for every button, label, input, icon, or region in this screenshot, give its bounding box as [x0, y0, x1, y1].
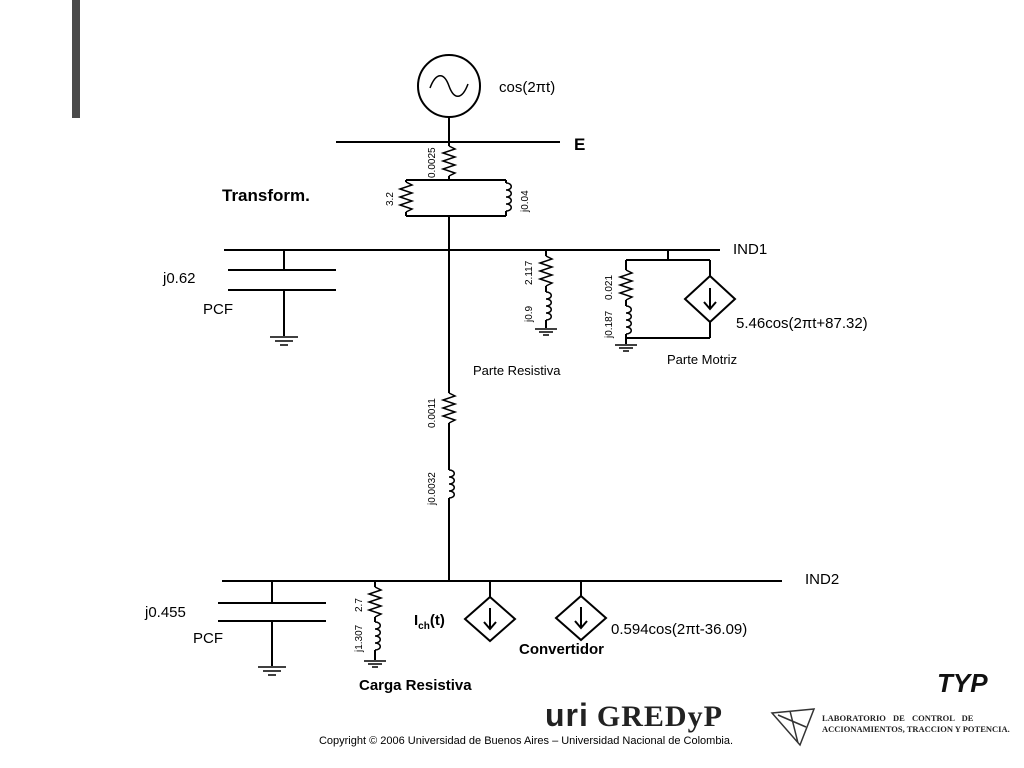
resistor-icon — [537, 255, 555, 287]
dependent-current-source-icon — [683, 274, 737, 324]
capacitor-pcf-ind1 — [228, 250, 336, 346]
line-impedance — [440, 250, 458, 581]
inductor-icon — [505, 182, 512, 212]
motor-x-label: j0.187 — [604, 310, 615, 339]
sine-wave-icon — [429, 75, 469, 97]
converter-current-source — [554, 581, 608, 642]
transformer-x-parallel-label: j0.04 — [520, 190, 531, 213]
load-ind2-x-label: j1.307 — [354, 624, 365, 653]
bus-ind1-label: IND1 — [733, 241, 767, 258]
footer-logo-gredyp: GREDyP — [596, 700, 723, 733]
resistive-load-ind2 — [364, 581, 386, 668]
inductor-icon — [374, 621, 381, 651]
resistor-icon — [440, 392, 458, 424]
resistor-icon — [366, 586, 384, 618]
capacitor-pcf-ind2 — [218, 581, 326, 676]
resistive-ind1-title: Parte Resistiva — [473, 363, 561, 378]
footer-logo-uba: uri — [545, 697, 589, 733]
ich-label: Ich(t) — [414, 612, 445, 632]
ac-source — [417, 54, 481, 142]
motor-source-label: 5.46cos(2πt+87.32) — [736, 315, 868, 332]
bus-ind2-label: IND2 — [805, 571, 839, 588]
load-ind2-r-label: 2.7 — [354, 598, 365, 612]
transformer-title: Transform. — [222, 186, 310, 205]
ground-icon — [535, 328, 557, 336]
resistive-ind1-r-label: 2.117 — [524, 260, 535, 285]
pcf-ind1-value: j0.62 — [162, 270, 196, 287]
source-label: cos(2πt) — [499, 79, 555, 96]
pcf-ind2-label: PCF — [193, 630, 223, 647]
converter-source-label: 0.594cos(2πt-36.09) — [611, 621, 747, 638]
dependent-current-source-icon — [463, 595, 517, 643]
bus-e-label: E — [574, 135, 585, 154]
footer-lab-line2: ACCIONAMIENTOS, TRACCION Y POTENCIA. — [822, 724, 1010, 734]
line-r-label: 0.0011 — [427, 398, 438, 428]
ground-icon — [615, 344, 637, 352]
ich-label-main: I — [414, 612, 418, 629]
inductor-icon — [448, 469, 455, 499]
lab-logo-icon — [770, 708, 816, 747]
converter-title: Convertidor — [519, 641, 604, 658]
inductor-icon — [545, 291, 552, 321]
motor-r-label: 0.021 — [604, 275, 615, 300]
circuit-diagram: cos(2πt) E Transform. 0.0025 3.2 j0.04 I… — [144, 54, 868, 694]
resistor-icon — [397, 181, 415, 213]
line-x-label: j0.0032 — [427, 472, 438, 506]
ground-icon — [364, 660, 386, 668]
footer-lab-name: LABORATORIO DE CONTROL DE ACCIONAMIENTOS… — [822, 713, 1010, 735]
ground-icon — [258, 666, 286, 676]
transformer-r-parallel-label: 3.2 — [385, 192, 396, 206]
resistor-icon — [440, 145, 458, 177]
ich-current-source — [463, 581, 517, 643]
inductor-icon — [625, 305, 632, 335]
pcf-ind2-value: j0.455 — [144, 604, 186, 621]
slide-accent-bar — [72, 0, 80, 118]
dependent-current-source-icon — [554, 594, 608, 642]
transformer — [397, 142, 512, 250]
ich-label-sub: ch — [418, 621, 430, 632]
footer-lab-line1: LABORATORIO DE CONTROL DE — [822, 713, 974, 723]
footer-typ-logo-text: TYP — [937, 668, 988, 698]
motor-title: Parte Motriz — [667, 352, 737, 367]
resistor-icon — [617, 269, 635, 301]
pcf-ind1-label: PCF — [203, 301, 233, 318]
resistive-load-ind1 — [535, 250, 557, 336]
load-ind2-title: Carga Resistiva — [359, 677, 472, 694]
footer-copyright: Copyright © 2006 Universidad de Buenos A… — [318, 735, 734, 747]
ground-icon — [270, 336, 298, 346]
resistive-ind1-x-label: j0.9 — [524, 305, 535, 323]
ich-label-tail: (t) — [430, 612, 445, 629]
transformer-r-series-label: 0.0025 — [427, 147, 438, 178]
motor-load-ind1 — [615, 250, 737, 352]
